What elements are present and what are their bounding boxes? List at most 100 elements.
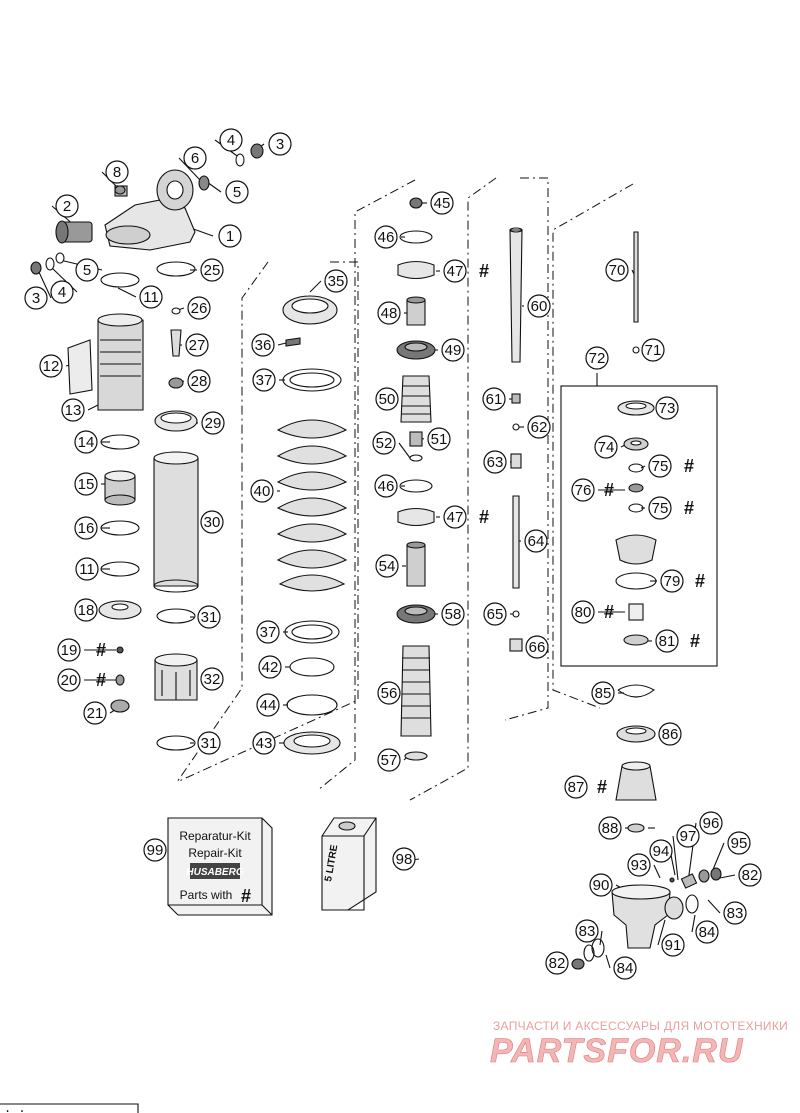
callout-circle bbox=[605, 258, 629, 282]
callout-circle bbox=[392, 847, 416, 871]
callout-29: 29 bbox=[201, 411, 225, 435]
callout-circle bbox=[594, 435, 618, 459]
kit-line-reparatur: Reparatur-Kit bbox=[179, 829, 251, 843]
callout-76: 76 bbox=[571, 478, 595, 502]
callout-circle bbox=[723, 901, 747, 925]
callout-number: 40 bbox=[254, 483, 271, 500]
callout-number: 6 bbox=[191, 150, 199, 167]
callout-circle bbox=[200, 258, 224, 282]
callout-circle bbox=[200, 667, 224, 691]
callout-circle bbox=[256, 620, 280, 644]
callout-number: 21 bbox=[87, 705, 104, 722]
callout-79: 79 bbox=[660, 569, 684, 593]
callout-12: 12 bbox=[39, 354, 63, 378]
callout-circle bbox=[183, 146, 207, 170]
callout-circle bbox=[225, 180, 249, 204]
callout-number: 37 bbox=[260, 624, 277, 641]
callout-circle bbox=[545, 951, 569, 975]
callout-6: 6 bbox=[183, 146, 207, 170]
callout-28: 28 bbox=[187, 369, 211, 393]
callout-circle bbox=[55, 194, 79, 218]
callout-circle bbox=[591, 681, 615, 705]
callout-circle bbox=[377, 681, 401, 705]
callout-number: 12 bbox=[43, 358, 60, 375]
callout-number: 2 bbox=[63, 198, 71, 215]
callout-circle bbox=[441, 602, 465, 626]
callout-circle bbox=[83, 701, 107, 725]
callout-circle bbox=[375, 387, 399, 411]
callout-circle bbox=[75, 258, 99, 282]
callout-number: 25 bbox=[204, 262, 221, 279]
oil-can: 5 LITRE bbox=[321, 817, 377, 911]
callout-circle bbox=[658, 722, 682, 746]
callout-number: 95 bbox=[731, 835, 748, 852]
callout-15: 15 bbox=[74, 472, 98, 496]
repair-kit-hash-mark: # bbox=[597, 777, 607, 797]
callout-3: 3 bbox=[268, 132, 292, 156]
callout-number: 5 bbox=[233, 184, 241, 201]
callout-number: 5 bbox=[83, 262, 91, 279]
callout-number: 3 bbox=[276, 136, 284, 153]
callout-64: 64 bbox=[524, 529, 548, 553]
callout-75: 75 bbox=[648, 496, 672, 520]
repair-kit-hash-mark: # bbox=[690, 631, 700, 651]
callout-circle bbox=[105, 160, 129, 184]
callout-number: 51 bbox=[431, 431, 448, 448]
callout-13: 13 bbox=[61, 398, 85, 422]
callout-circle bbox=[256, 693, 280, 717]
callout-circle bbox=[250, 479, 274, 503]
callout-circle bbox=[699, 811, 723, 835]
callout-62: 62 bbox=[527, 415, 551, 439]
callout-number: 47 bbox=[447, 263, 464, 280]
callout-63: 63 bbox=[483, 450, 507, 474]
callout-circle bbox=[655, 396, 679, 420]
callout-circle bbox=[75, 557, 99, 581]
callout-35: 35 bbox=[324, 269, 348, 293]
callout-number: 75 bbox=[652, 500, 669, 517]
callout-circle bbox=[201, 411, 225, 435]
repair-kit-hash-mark: # bbox=[695, 571, 705, 591]
callout-number: 28 bbox=[191, 373, 208, 390]
callout-circle bbox=[377, 301, 401, 325]
callout-94: 94 bbox=[649, 839, 673, 863]
callout-52: 52 bbox=[372, 431, 396, 455]
callout-73: 73 bbox=[655, 396, 679, 420]
callout-number: 15 bbox=[78, 476, 95, 493]
watermark-brand: PARTSFOR.RU bbox=[490, 1032, 744, 1070]
callout-32: 32 bbox=[200, 667, 224, 691]
callout-circle bbox=[585, 346, 609, 370]
callout-20: 20 bbox=[57, 668, 81, 692]
callout-number: 31 bbox=[201, 735, 218, 752]
callout-circle bbox=[527, 294, 551, 318]
callout-number: 80 bbox=[575, 604, 592, 621]
callout-11: 11 bbox=[75, 557, 99, 581]
callout-31: 31 bbox=[197, 731, 221, 755]
callout-number: 11 bbox=[79, 561, 95, 578]
callout-number: 14 bbox=[78, 434, 95, 451]
callout-number: 94 bbox=[653, 843, 670, 860]
callout-circle bbox=[648, 454, 672, 478]
callout-2: 2 bbox=[55, 194, 79, 218]
callout-circle bbox=[74, 472, 98, 496]
callout-circle bbox=[655, 629, 679, 653]
callout-88: 88 bbox=[598, 816, 622, 840]
callout-83: 83 bbox=[575, 919, 599, 943]
callout-number: 60 bbox=[531, 298, 548, 315]
callout-11: 11 bbox=[139, 285, 163, 309]
guide-rod-column bbox=[504, 177, 549, 721]
callout-65: 65 bbox=[483, 602, 507, 626]
callout-number: 63 bbox=[487, 454, 504, 471]
callout-circle bbox=[251, 333, 275, 357]
callout-number: 84 bbox=[699, 924, 716, 941]
callout-circle bbox=[482, 387, 506, 411]
callout-number: 50 bbox=[379, 391, 396, 408]
callout-number: 74 bbox=[598, 439, 615, 456]
callout-71: 71 bbox=[641, 338, 665, 362]
callout-number: 82 bbox=[742, 867, 759, 884]
callout-number: 3 bbox=[32, 290, 40, 307]
callout-3: 3 bbox=[24, 286, 48, 310]
callout-47: 47 bbox=[443, 505, 467, 529]
callout-number: 99 bbox=[147, 842, 164, 859]
callout-number: 81 bbox=[659, 633, 676, 650]
